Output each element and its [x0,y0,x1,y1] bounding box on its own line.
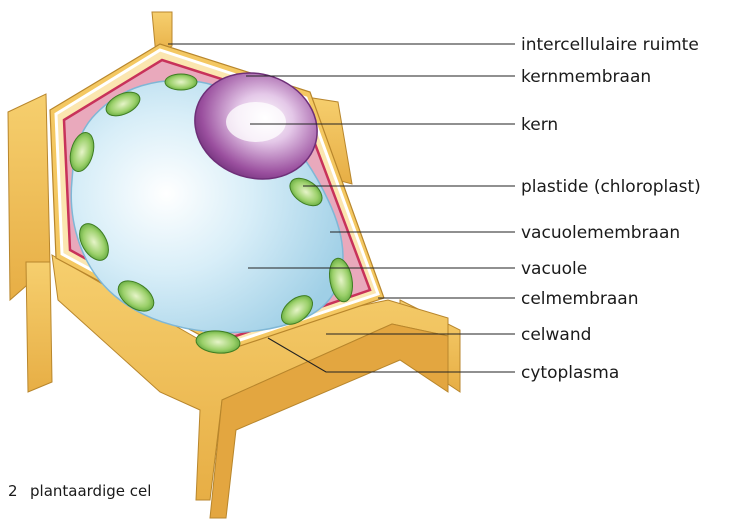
caption-number: 2 [8,482,18,500]
label-celmembraan: celmembraan [521,289,639,309]
chloroplast [165,74,197,90]
label-vacuole: vacuole [521,259,587,279]
label-vacuolemembraan: vacuolemembraan [521,223,680,243]
figure-caption: 2 plantaardige cel [8,482,151,500]
label-celwand: celwand [521,325,591,345]
labels: intercellulaire ruimte kernmembraan kern… [521,35,701,383]
caption-text: plantaardige cel [30,482,151,500]
label-plastide: plastide (chloroplast) [521,177,701,197]
label-kernmembraan: kernmembraan [521,67,651,87]
label-cytoplasma: cytoplasma [521,363,619,383]
label-intercellulaire-ruimte: intercellulaire ruimte [521,35,699,55]
nucleus-highlight [226,102,286,142]
label-kern: kern [521,115,558,135]
